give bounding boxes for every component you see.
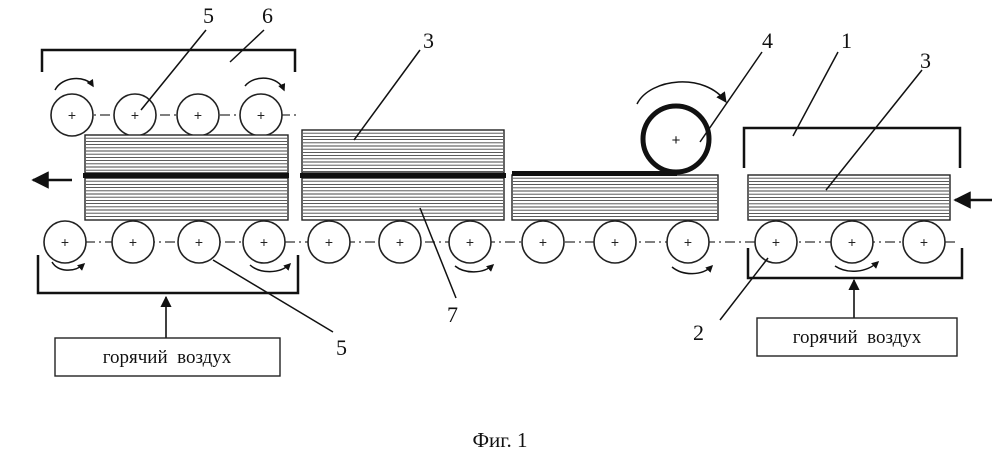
lower-roller [666,220,710,264]
label-5-bottom: 5 [336,335,347,360]
adhesive-layer-left [83,173,289,178]
figure-caption: Фиг. 1 [472,428,527,452]
direction-arrows [31,171,992,209]
svg-text:+: + [848,234,856,250]
sheet-mid-top [301,129,505,174]
svg-text:+: + [466,234,474,250]
label-2: 2 [693,320,704,345]
pressure-roller: + [636,81,727,175]
svg-text:+: + [539,234,547,250]
lower-roller [830,220,874,264]
lower-roller [43,220,87,264]
svg-text:+: + [131,107,139,123]
lower-roller [521,220,565,264]
lower-roller [111,220,155,264]
right-chamber-frame [742,126,964,280]
upper-roller [50,93,94,137]
svg-text:+: + [194,107,202,123]
leader-lines [140,29,923,333]
lower-roller [307,220,351,264]
reference-numerals: 5 6 3 4 1 3 5 7 2 [203,3,931,360]
adhesive-layer-middle [300,173,506,178]
svg-text:+: + [684,234,692,250]
svg-text:+: + [129,234,137,250]
svg-text:+: + [195,234,203,250]
lower-roller [448,220,492,264]
svg-text:горячий воздух: горячий воздух [793,327,922,348]
svg-text:+: + [257,107,265,123]
svg-text:+: + [920,234,928,250]
layered-sheets [84,129,951,221]
hot-air-right: горячий воздух [756,278,958,357]
svg-text:горячий воздух: горячий воздух [103,347,232,368]
svg-text:+: + [325,234,333,250]
lower-rollers [43,220,946,264]
svg-text:+: + [260,234,268,250]
label-7: 7 [447,302,458,327]
label-3-middle: 3 [423,28,434,53]
lower-roller [378,220,422,264]
hot-air-left: горячий воздух [54,295,281,377]
svg-text:+: + [672,132,681,149]
svg-text:+: + [396,234,404,250]
adhesive-layer-right [512,171,677,176]
label-4: 4 [762,28,773,53]
label-6: 6 [262,3,273,28]
roller-center-marks: + + + + + + + + + + + + + + + + + [61,107,928,250]
lower-roller [902,220,946,264]
svg-text:+: + [611,234,619,250]
lower-roller [593,220,637,264]
label-5-top: 5 [203,3,214,28]
label-1: 1 [841,28,852,53]
svg-text:+: + [772,234,780,250]
rotation-arrows [51,77,880,275]
lower-roller [177,220,221,264]
svg-text:+: + [61,234,69,250]
lower-roller [754,220,798,264]
left-chamber-frame [36,48,300,295]
lower-roller [242,220,286,264]
label-3-right: 3 [920,48,931,73]
svg-text:+: + [68,107,76,123]
adhesive-layers [83,171,677,178]
